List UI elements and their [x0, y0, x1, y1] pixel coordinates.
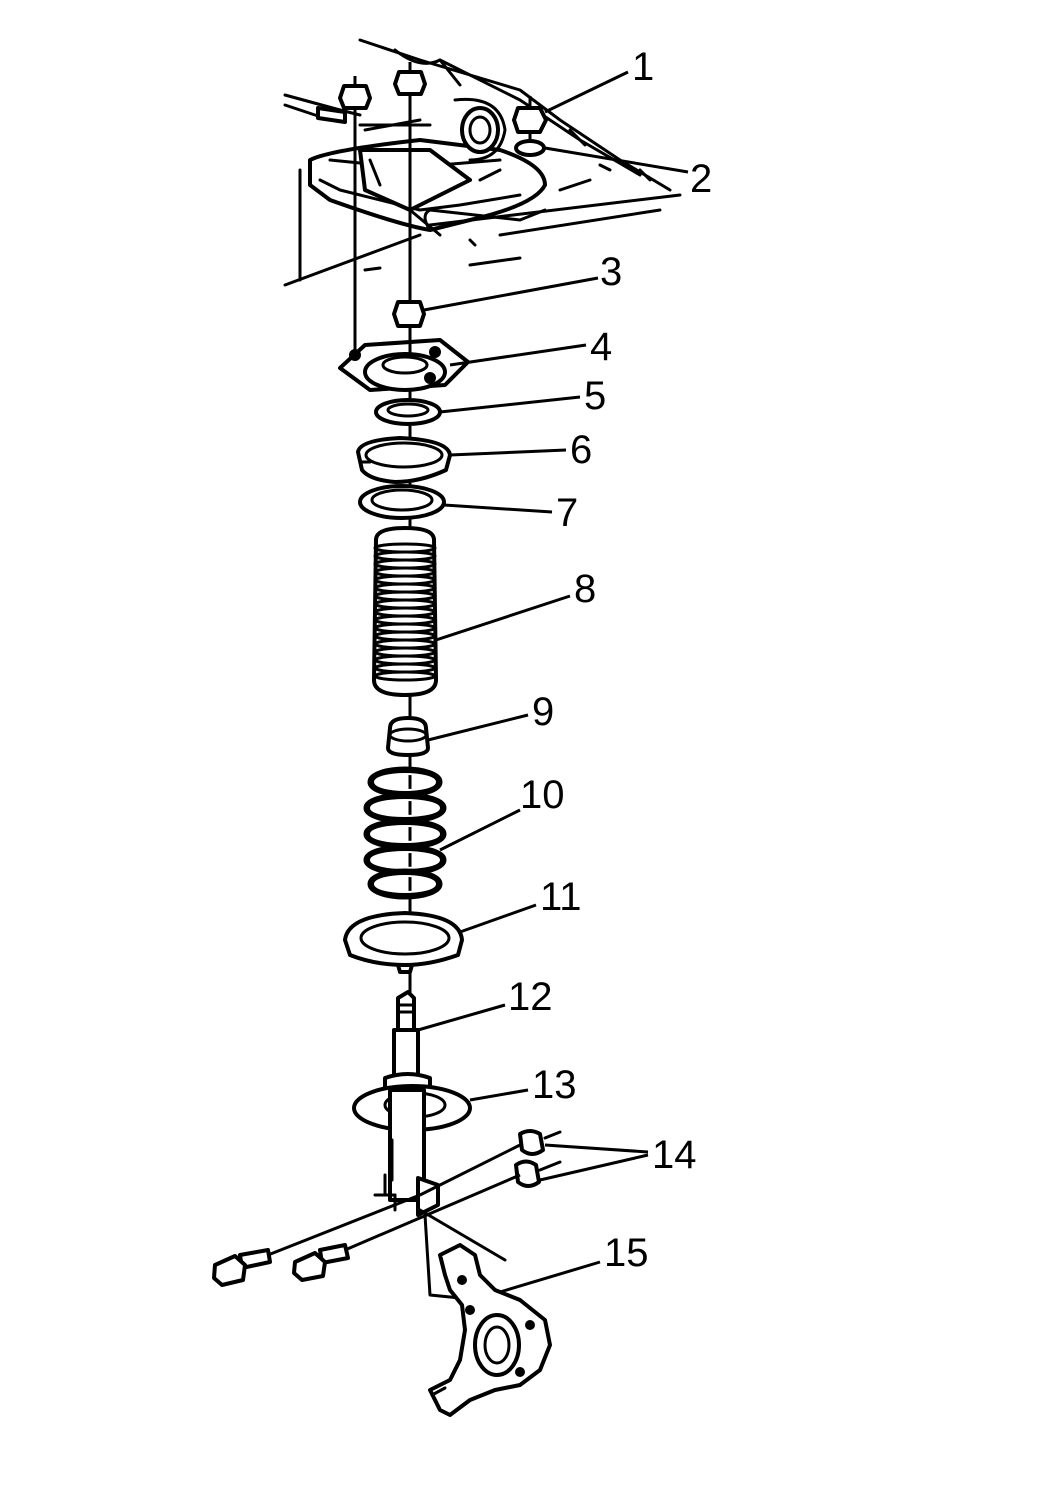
callout-2: 2 [690, 157, 712, 201]
leader-2 [544, 146, 689, 174]
boot-ribs [373, 542, 437, 682]
callout-11: 11 [540, 875, 582, 919]
leader-8 [435, 594, 571, 642]
leader-4 [449, 343, 587, 367]
spring-coil-highlight [370, 851, 440, 869]
callout-9: 9 [532, 690, 554, 734]
leader-12 [417, 1003, 506, 1032]
leader-13 [469, 1088, 529, 1102]
part-6-spring-seat [356, 436, 452, 484]
leader-14b [539, 1153, 649, 1182]
part-9-jounce-bumper [386, 700, 430, 757]
part-11-lower-insulator [343, 911, 464, 974]
spring-coil-highlight [370, 799, 440, 817]
leader-5 [439, 395, 581, 414]
callout-4: 4 [590, 325, 612, 369]
leader-9 [427, 713, 529, 742]
callout-14: 14 [652, 1133, 697, 1177]
spring-coil-highlight [370, 825, 440, 843]
callout-15: 15 [604, 1231, 649, 1275]
callout-12: 12 [508, 975, 553, 1019]
part-14-nuts [514, 1129, 562, 1188]
leader-15 [499, 1260, 601, 1294]
leader-10 [439, 808, 521, 852]
part-10-coil-spring [363, 766, 447, 900]
spring-coils [363, 766, 447, 900]
spring-coil-highlight [374, 773, 436, 791]
leader-1 [544, 70, 629, 114]
leader-3 [423, 276, 599, 312]
callout-7: 7 [556, 491, 578, 535]
part-1-nut [512, 96, 548, 134]
part-4-upper-mount [338, 330, 470, 392]
part-12-13-strut [352, 990, 472, 1217]
callout-labels: 1 2 3 4 5 6 7 8 9 10 11 12 13 14 15 [508, 45, 712, 1275]
spring-coil-highlight [374, 875, 436, 893]
boot-rib [373, 670, 437, 682]
leader-11 [459, 903, 537, 934]
spring-coil [367, 868, 443, 900]
callout-6: 6 [570, 428, 592, 472]
leader-14a [544, 1143, 649, 1154]
callout-13: 13 [532, 1063, 577, 1107]
stud-nut-center [393, 62, 427, 96]
callout-8: 8 [574, 567, 596, 611]
part-8-dust-boot [372, 526, 438, 697]
callout-leaders [417, 70, 689, 1294]
part-5-bearing [374, 398, 442, 426]
callout-5: 5 [584, 374, 606, 418]
callout-1: 1 [632, 45, 654, 89]
part-3-strut-nut [392, 300, 426, 328]
callout-3: 3 [600, 250, 622, 294]
strut-bolts [212, 1143, 521, 1287]
part-2-washer [514, 139, 546, 157]
part-15-steering-knuckle [418, 1208, 552, 1417]
stud-nut-left [338, 76, 372, 110]
leader-7 [443, 503, 553, 514]
leader-6 [449, 448, 567, 457]
part-7-insulator [358, 484, 446, 520]
callout-10: 10 [520, 773, 565, 817]
